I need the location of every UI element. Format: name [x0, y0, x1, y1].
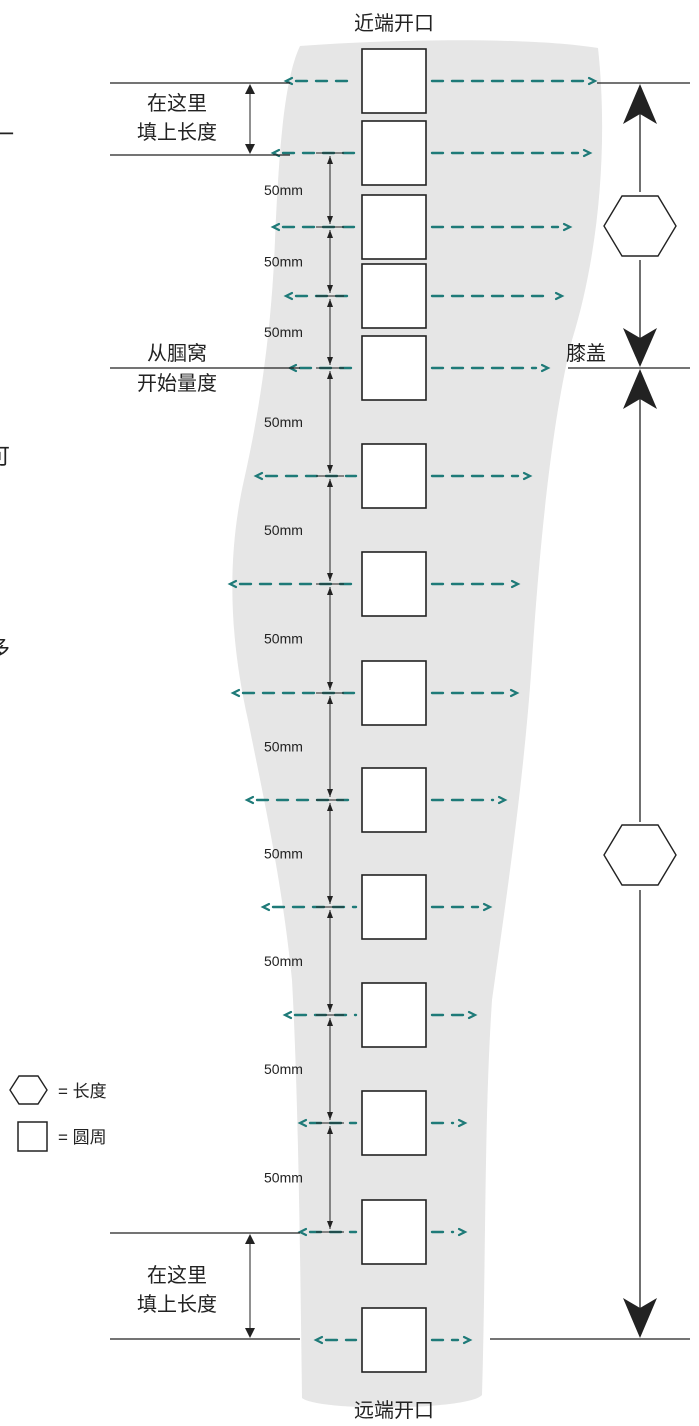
dash-end-left-icon	[227, 579, 238, 589]
dash-end-left-icon	[283, 291, 294, 301]
interval-label: 50mm	[264, 1170, 303, 1186]
interval-label: 50mm	[264, 631, 303, 647]
popliteal-line1: 从腘窝	[147, 342, 207, 365]
bottom-opening-label: 远端开口	[354, 1399, 434, 1422]
cutoff-left-a: 一	[0, 122, 14, 147]
interval-label: 50mm	[264, 739, 303, 755]
dash-end-left-icon	[260, 902, 271, 912]
dash-end-right-icon	[457, 1227, 468, 1237]
dash-end-left-icon	[297, 1118, 308, 1128]
dash-end-right-icon	[510, 579, 521, 589]
legend-length-label: = 长度	[58, 1082, 107, 1101]
circumference-box[interactable]	[361, 551, 427, 617]
dash-end-left-icon	[282, 1010, 293, 1020]
fill-length-bottom-line1: 在这里	[147, 1264, 207, 1287]
circumference-box[interactable]	[361, 443, 427, 509]
interval-label: 50mm	[264, 522, 303, 538]
dash-end-right-icon	[467, 1010, 478, 1020]
top-opening-label: 近端开口	[354, 12, 434, 35]
cutoff-left-c: 多	[0, 636, 10, 661]
interval-label: 50mm	[264, 953, 303, 969]
upper-length-hexagon-icon[interactable]	[603, 195, 677, 257]
circumference-box[interactable]	[361, 874, 427, 940]
circumference-box[interactable]	[361, 194, 427, 260]
circumference-box[interactable]	[361, 48, 427, 114]
interval-arrowheads	[327, 299, 333, 365]
legend: = 长度 = 圆周	[9, 1075, 107, 1152]
dash-end-right-icon	[582, 148, 593, 158]
dash-end-right-icon	[522, 471, 533, 481]
interval-chain: 50mm 50mm 50mm 50mm 50mm 50mm 50mm 50mm 50mm 50mm…	[264, 152, 344, 1233]
dash-end-right-icon	[462, 1335, 473, 1345]
dash-end-right-icon	[497, 795, 508, 805]
dash-end-right-icon	[482, 902, 493, 912]
dash-end-left-icon	[297, 1227, 308, 1237]
legend-circumference-label: = 圆周	[58, 1128, 107, 1147]
upper-arrow-down	[623, 328, 657, 367]
circumference-boxes	[361, 48, 427, 1373]
dash-end-right-icon	[509, 688, 520, 698]
interval-label: 50mm	[264, 846, 303, 862]
popliteal-line2: 开始量度	[137, 372, 217, 395]
fill-length-top-line2: 填上长度	[137, 121, 217, 144]
circumference-box[interactable]	[361, 263, 427, 329]
interval-label: 50mm	[264, 1061, 303, 1077]
dash-end-right-icon	[562, 222, 573, 232]
dash-end-right-icon	[587, 76, 598, 86]
legend-hexagon-icon	[9, 1075, 48, 1105]
circumference-box[interactable]	[361, 335, 427, 401]
circumference-box[interactable]	[361, 982, 427, 1048]
dash-end-left-icon	[270, 222, 281, 232]
circumference-box[interactable]	[361, 1199, 427, 1265]
upper-arrow-up	[623, 84, 657, 124]
knee-label: 膝盖	[566, 342, 606, 365]
dash-end-right-icon	[457, 1118, 468, 1128]
dash-end-left-icon	[313, 1335, 324, 1345]
interval-arrowheads	[327, 156, 333, 224]
lower-arrow-up	[623, 369, 657, 409]
lower-length-hexagon-icon[interactable]	[603, 824, 677, 886]
circumference-box[interactable]	[361, 120, 427, 186]
interval-label: 50mm	[264, 254, 303, 270]
dash-end-left-icon	[253, 471, 264, 481]
fill-length-top-line1: 在这里	[147, 92, 207, 115]
interval-label: 50mm	[264, 182, 303, 198]
dash-end-left-icon	[230, 688, 241, 698]
legend-square-icon	[17, 1121, 48, 1152]
fill-length-bottom-line2: 填上长度	[137, 1293, 217, 1316]
dash-end-right-icon	[554, 291, 565, 301]
interval-label: 50mm	[264, 324, 303, 340]
circumference-box[interactable]	[361, 767, 427, 833]
circumference-box[interactable]	[361, 660, 427, 726]
interval-label: 50mm	[264, 414, 303, 430]
cutoff-left-b: 可	[0, 444, 10, 469]
dash-end-right-icon	[540, 363, 551, 373]
lower-arrow-down	[623, 1298, 657, 1338]
circumference-box[interactable]	[361, 1090, 427, 1156]
circumference-box[interactable]	[361, 1307, 427, 1373]
dash-end-left-icon	[244, 795, 255, 805]
